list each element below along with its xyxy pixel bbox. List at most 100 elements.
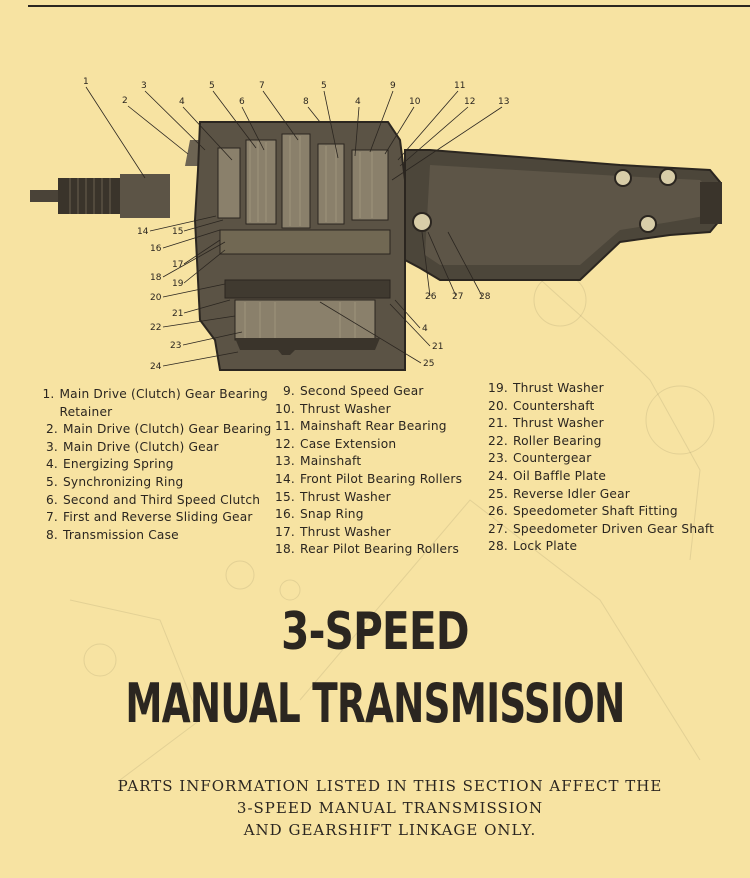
part-number: 3. xyxy=(45,439,58,454)
part-number: 24. xyxy=(488,468,508,483)
parts-list-item: 20.Countershaft xyxy=(482,398,732,416)
callout-4c: 4 xyxy=(422,324,428,334)
parts-list-item: 5. Synchronizing Ring xyxy=(38,474,278,492)
parts-list-item: 24.Oil Baffle Plate xyxy=(482,468,732,486)
part-number: 6. xyxy=(45,492,58,507)
callout-24: 24 xyxy=(150,362,162,372)
part-number: 25. xyxy=(488,486,508,501)
parts-list-item: 28. Lock Plate xyxy=(482,538,732,556)
countergear-base xyxy=(235,338,380,355)
part-number: 14. xyxy=(275,471,295,486)
part-name: Reverse Idler Gear xyxy=(513,486,630,501)
callout-6: 6 xyxy=(239,97,245,107)
callout-21b: 21 xyxy=(432,342,443,352)
part-name: Main Drive (Clutch) Gear Bearing Retaine… xyxy=(59,387,268,419)
part-name: Thrust Washer xyxy=(513,381,604,395)
callout-26: 26 xyxy=(425,292,437,302)
callout-13: 13 xyxy=(498,97,509,107)
page-title-line-1: 3-SPEED xyxy=(281,602,469,662)
note-line-2: 3-SPEED MANUAL TRANSMISSION xyxy=(236,799,544,817)
parts-list-item: 2. Main Drive (Clutch) Gear Bearing xyxy=(38,421,278,439)
callout-27: 27 xyxy=(452,292,463,302)
part-number: 28. xyxy=(488,539,508,554)
parts-list-item: 10.Thrust Washer xyxy=(268,401,478,419)
callout-19: 19 xyxy=(172,279,184,289)
parts-list-item: 1.Main Drive (Clutch) Gear Bearing Retai… xyxy=(38,386,278,421)
part-name: Speedometer Shaft Fitting xyxy=(513,504,678,519)
note-line-1: PARTS INFORMATION LISTED IN THIS SECTION… xyxy=(117,777,663,795)
part-number: 8. xyxy=(45,527,58,542)
part-name: Energizing Spring xyxy=(63,457,174,472)
part-name: Second Speed Gear xyxy=(300,384,424,398)
callout-18: 18 xyxy=(150,273,162,283)
parts-list-item: 25. Reverse Idler Gear xyxy=(482,486,732,504)
part-name: Synchronizing Ring xyxy=(63,474,184,489)
transmission-cutaway-diagram: 1 2 3 4 5 6 7 8 5 4 9 10 11 12 13 14 15 … xyxy=(30,77,722,372)
callout-5b: 5 xyxy=(321,81,327,91)
top-rule xyxy=(28,5,750,7)
part-number: 13. xyxy=(275,454,295,469)
part-number: 11. xyxy=(275,419,295,434)
parts-list-column-1: 1.Main Drive (Clutch) Gear Bearing Retai… xyxy=(38,386,278,544)
parts-list-item: 12.Case Extension xyxy=(268,436,478,454)
parts-list-item: 14. Front Pilot Bearing Rollers xyxy=(268,471,478,489)
parts-list-item: 19. Thrust Washer xyxy=(482,380,732,398)
parts-list-item: 15.Thrust Washer xyxy=(268,489,478,507)
part-name: Mainshaft Rear Bearing xyxy=(300,419,447,434)
callout-20: 20 xyxy=(150,293,162,303)
part-name: Roller Bearing xyxy=(513,433,602,448)
part-name: Countergear xyxy=(513,451,592,466)
parts-list-item: 22. Roller Bearing xyxy=(482,433,732,451)
page-title-line-2: MANUAL TRANSMISSION xyxy=(125,672,625,735)
parts-list-item: 21. Thrust Washer xyxy=(482,415,732,433)
parts-list-item: 4.Energizing Spring xyxy=(38,456,278,474)
part-name: Speedometer Driven Gear Shaft xyxy=(513,521,715,536)
part-number: 5. xyxy=(45,474,58,489)
leader-lines xyxy=(85,86,503,367)
callout-3: 3 xyxy=(141,81,147,91)
part-name: Mainshaft xyxy=(300,454,362,469)
part-name: Thrust Washer xyxy=(300,524,391,539)
part-number: 12. xyxy=(275,436,295,451)
callout-14: 14 xyxy=(137,227,149,237)
part-number: 17. xyxy=(275,524,295,539)
part-number: 2. xyxy=(45,422,58,437)
part-number: 22. xyxy=(488,433,508,448)
callout-9: 9 xyxy=(390,81,396,91)
callout-15: 15 xyxy=(172,227,183,237)
output-shaft xyxy=(700,182,722,224)
callout-11: 11 xyxy=(454,81,465,91)
part-name: Lock Plate xyxy=(513,539,578,554)
part-name: Second and Third Speed Clutch xyxy=(63,492,261,507)
parts-list-item: 8.Transmission Case xyxy=(38,527,278,545)
part-number: 9. xyxy=(282,384,295,398)
parts-list-item: 23. Countergear xyxy=(482,450,732,468)
gear-teeth xyxy=(244,136,373,338)
part-name: First and Reverse Sliding Gear xyxy=(63,510,253,525)
part-number: 7. xyxy=(45,510,58,525)
callout-5: 5 xyxy=(209,81,215,91)
callout-25: 25 xyxy=(423,359,434,369)
part-number: 23. xyxy=(488,451,508,466)
part-name: Rear Pilot Bearing Rollers xyxy=(300,542,460,557)
part-name: Main Drive (Clutch) Gear Bearing xyxy=(63,422,272,437)
parts-list-item: 3.Main Drive (Clutch) Gear xyxy=(38,439,278,457)
part-name: Front Pilot Bearing Rollers xyxy=(300,471,463,486)
callout-8: 8 xyxy=(303,97,309,107)
part-number: 18. xyxy=(275,542,295,557)
section-note: PARTS INFORMATION LISTED IN THIS SECTION… xyxy=(0,775,750,841)
part-number: 26. xyxy=(488,504,508,519)
callout-7: 7 xyxy=(259,81,265,91)
callout-17: 17 xyxy=(172,260,183,270)
part-number: 19. xyxy=(488,381,508,395)
callout-2: 2 xyxy=(122,96,128,106)
part-number: 21. xyxy=(488,416,508,431)
parts-list-item: 11. Mainshaft Rear Bearing xyxy=(268,418,478,436)
parts-list-item: 16.Snap Ring xyxy=(268,506,478,524)
parts-list-item: 26. Speedometer Shaft Fitting xyxy=(482,503,732,521)
callout-4: 4 xyxy=(179,97,185,107)
part-name: Thrust Washer xyxy=(513,416,604,431)
callout-numbers: 1 2 3 4 5 6 7 8 5 4 9 10 11 12 13 14 15 … xyxy=(83,77,509,372)
